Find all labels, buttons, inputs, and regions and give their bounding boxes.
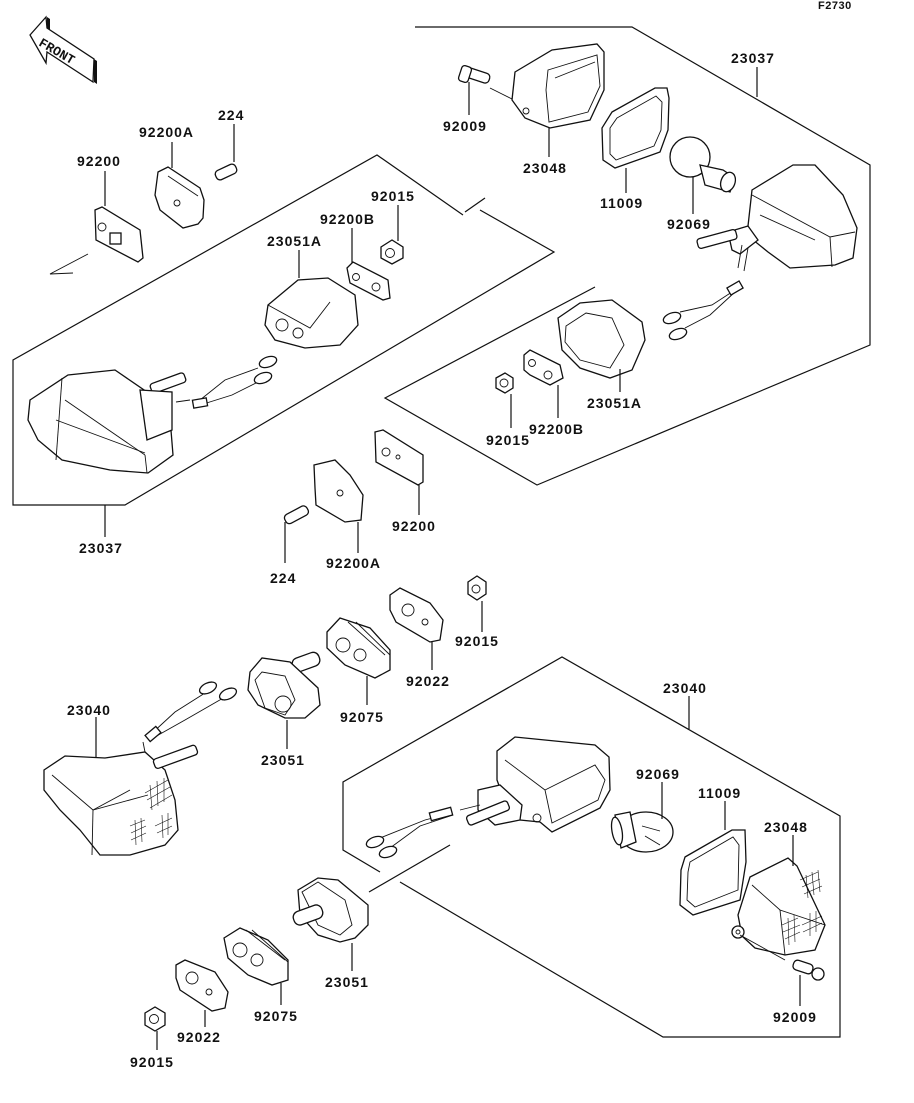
- grommet-23051A-right[interactable]: [557, 299, 646, 379]
- lamp-body-23040-right[interactable]: [465, 736, 611, 833]
- part-label-11009-lower[interactable]: 11009: [698, 785, 741, 801]
- part-label-92022-bottom[interactable]: 92022: [177, 1029, 221, 1045]
- lamp-body-23040-left[interactable]: [43, 744, 199, 856]
- part-label-23051A-left[interactable]: 23051A: [267, 233, 322, 249]
- front-left-assembly-group: 23037 23051A: [12, 154, 556, 556]
- grommet-23051A-left[interactable]: [264, 277, 359, 349]
- gasket-11009-lower[interactable]: [679, 829, 747, 916]
- part-label-92015-left[interactable]: 92015: [371, 188, 415, 204]
- part-label-92022-mid[interactable]: 92022: [406, 673, 450, 689]
- part-label-92009-upper[interactable]: 92009: [443, 118, 487, 134]
- rear-left-assembly-group: 92015 92022 92075 23051: [43, 575, 499, 856]
- figure-code: F2730: [818, 0, 852, 12]
- lens-23048-upper[interactable]: [511, 43, 605, 129]
- part-label-92200B-left[interactable]: 92200B: [320, 211, 375, 227]
- part-label-224-top[interactable]: 224: [218, 107, 244, 123]
- plate-92022-bottom[interactable]: [175, 959, 229, 1012]
- part-label-224-middle[interactable]: 224: [270, 570, 296, 586]
- bracket-92200-top[interactable]: [94, 206, 144, 263]
- lamp-body-23037-right[interactable]: [696, 164, 858, 272]
- middle-bracket-group: 92200 92200A 224: [270, 429, 436, 586]
- bracket-92200-middle[interactable]: [374, 429, 424, 486]
- part-label-92200A-top[interactable]: 92200A: [139, 124, 194, 140]
- bottom-parts-group: 23051 92075 92022 92015: [130, 877, 369, 1070]
- grommet-23051-mid[interactable]: [247, 651, 322, 719]
- screw-224-middle[interactable]: [283, 504, 310, 525]
- part-label-92200A-middle[interactable]: 92200A: [326, 555, 381, 571]
- screw-92009-lower[interactable]: [739, 934, 825, 981]
- plate-92200B-right[interactable]: [523, 349, 564, 386]
- part-label-23040-right[interactable]: 23040: [663, 680, 707, 696]
- nut-92015-bottom[interactable]: [144, 1006, 166, 1032]
- screw-92009-upper[interactable]: [457, 64, 515, 101]
- bracket-92200A-middle[interactable]: [313, 459, 364, 523]
- nut-92015-right[interactable]: [495, 372, 514, 394]
- part-label-92075-mid[interactable]: 92075: [340, 709, 384, 725]
- wire-harness-mid-left: [142, 681, 238, 753]
- lens-23048-lower[interactable]: [731, 857, 826, 956]
- part-label-23040-left[interactable]: 23040: [67, 702, 111, 718]
- part-label-23051-bottom[interactable]: 23051: [325, 974, 369, 990]
- wire-harness-upper-right: [662, 280, 744, 341]
- part-label-23037-left[interactable]: 23037: [79, 540, 123, 556]
- part-label-92200-middle[interactable]: 92200: [392, 518, 436, 534]
- wire-harness-lower-right: [365, 804, 481, 859]
- gasket-11009-upper[interactable]: [601, 87, 670, 169]
- screw-224-top[interactable]: [214, 163, 238, 181]
- part-label-92009-lower[interactable]: 92009: [773, 1009, 817, 1025]
- lamp-body-23037-left[interactable]: [27, 369, 187, 474]
- top-bracket-group: 224 92200A 92200: [49, 107, 244, 275]
- bulb-92069-lower[interactable]: [610, 811, 674, 853]
- damper-92075-mid[interactable]: [326, 617, 391, 679]
- part-label-92200-top[interactable]: 92200: [77, 153, 121, 169]
- rear-right-assembly-group: 23040 92069 1: [342, 656, 841, 1038]
- part-label-11009-upper[interactable]: 11009: [600, 195, 643, 211]
- part-label-92200B-right[interactable]: 92200B: [529, 421, 584, 437]
- damper-92075-bottom[interactable]: [223, 927, 289, 986]
- part-label-92015-bottom[interactable]: 92015: [130, 1054, 174, 1070]
- grommet-23051-bottom[interactable]: [292, 877, 369, 943]
- part-label-92015-mid[interactable]: 92015: [455, 633, 499, 649]
- part-label-92069-upper[interactable]: 92069: [667, 216, 711, 232]
- front-direction-arrow-icon: FRONT: [29, 15, 97, 84]
- nut-92015-mid[interactable]: [467, 575, 487, 601]
- part-label-92075-bottom[interactable]: 92075: [254, 1008, 298, 1024]
- wire-harness-left: [175, 355, 278, 409]
- part-label-23051-mid[interactable]: 23051: [261, 752, 305, 768]
- part-label-23037-right[interactable]: 23037: [731, 50, 775, 66]
- bracket-92200A-top[interactable]: [154, 166, 205, 229]
- front-right-assembly-group: 23037 92009 23048 11009: [383, 26, 871, 486]
- part-label-23051A-right[interactable]: 23051A: [587, 395, 642, 411]
- nut-92015-left[interactable]: [380, 239, 404, 265]
- bulb-92069-upper[interactable]: [669, 136, 738, 194]
- plate-92022-mid[interactable]: [389, 587, 444, 643]
- part-label-92069-lower[interactable]: 92069: [636, 766, 680, 782]
- part-label-23048-lower[interactable]: 23048: [764, 819, 808, 835]
- part-label-92015-right[interactable]: 92015: [486, 432, 530, 448]
- part-label-23048-upper[interactable]: 23048: [523, 160, 567, 176]
- plate-92200B-left[interactable]: [346, 261, 391, 301]
